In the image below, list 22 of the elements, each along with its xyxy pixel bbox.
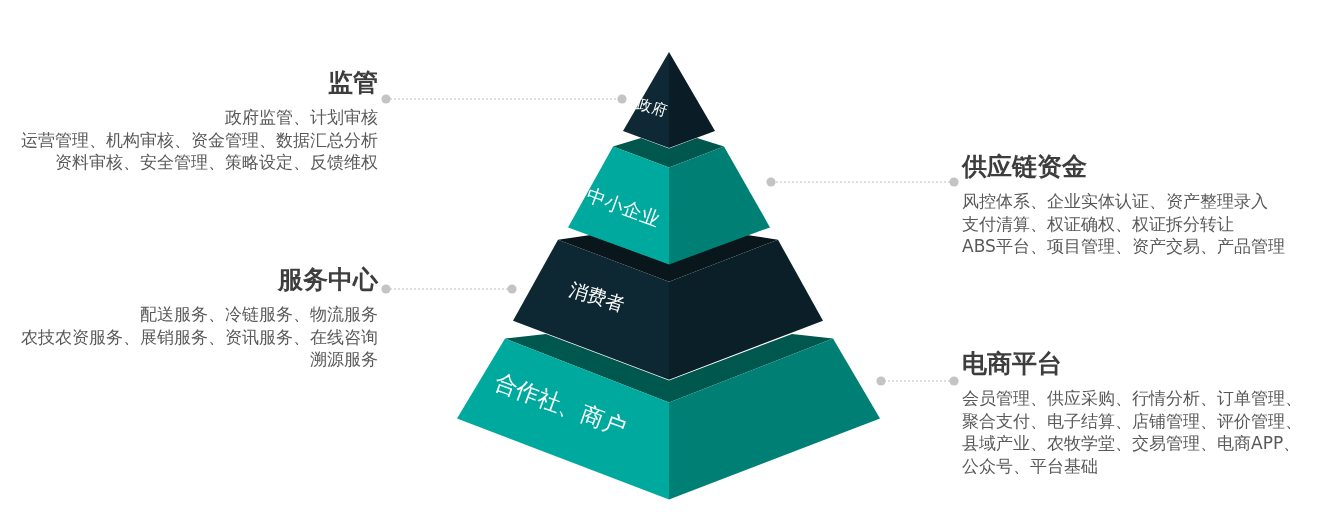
layer-label: 消费者 xyxy=(566,279,628,315)
callout-heading: 服务中心 xyxy=(278,265,378,295)
callout-text: 溯源服务 xyxy=(310,348,378,371)
callout-heading: 供应链资金 xyxy=(962,152,1087,182)
leader-line xyxy=(876,376,959,386)
callout-heading: 电商平台 xyxy=(962,349,1062,379)
callout-text: ABS平台、项目管理、资产交易、产品管理 xyxy=(962,235,1285,258)
callout-text: 运营管理、机构审核、资金管理、数据汇总分析 xyxy=(21,128,378,151)
layer-label: 合作社、商户 xyxy=(491,370,629,440)
layer-label: 中小企业 xyxy=(584,185,662,229)
leader-line xyxy=(381,94,627,104)
callout-text: 会员管理、供应采购、行情分析、订单管理、聚合支付、电子结算、店铺管理、评价管理、县域产业、农牧学堂、交易管理、电商APP、公众号、平台基础 xyxy=(962,387,1303,477)
callout-text: 政府监管、计划审核 xyxy=(225,106,378,129)
callout-heading: 监管 xyxy=(328,68,378,98)
leader-line xyxy=(381,284,517,294)
layer-label: 政府 xyxy=(635,96,669,120)
callout-text: 农技农资服务、展销服务、资讯服务、在线咨询 xyxy=(21,325,378,348)
callout-text: 风控体系、企业实体认证、资产整理录入 xyxy=(962,190,1268,213)
callout-text: 资料审核、安全管理、策略设定、反馈维权 xyxy=(55,151,378,174)
leader-line xyxy=(766,177,959,187)
callout-text: 支付清算、权证确权、权证拆分转让 xyxy=(962,212,1234,235)
callout-text: 配送服务、冷链服务、物流服务 xyxy=(140,303,378,326)
